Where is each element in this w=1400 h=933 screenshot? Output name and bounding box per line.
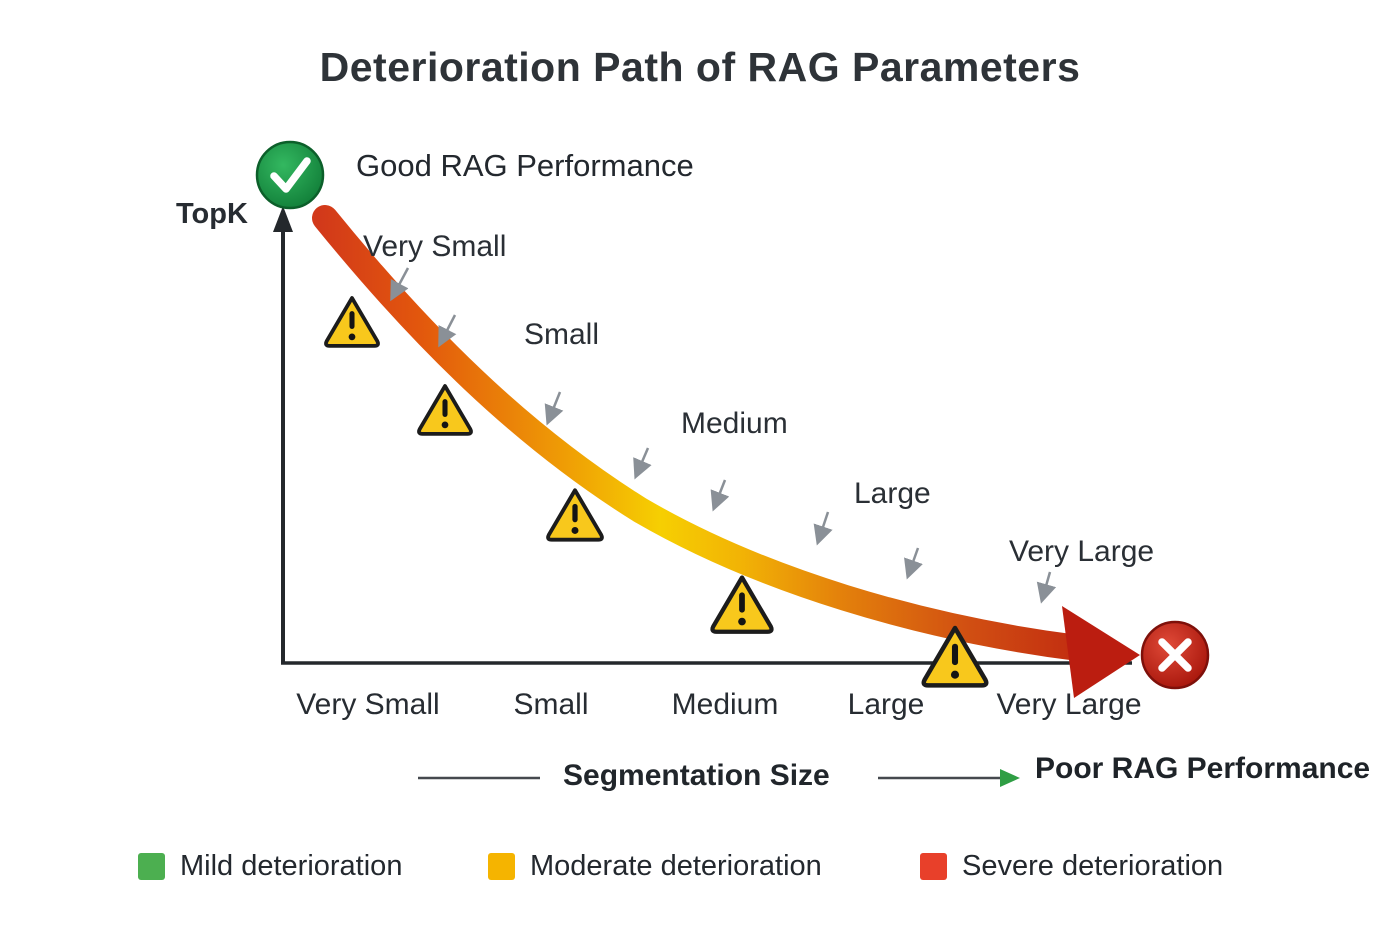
moderate-swatch-icon xyxy=(488,853,515,880)
curve-arrowhead-icon xyxy=(1062,606,1140,698)
curve-label-very-small: Very Small xyxy=(363,230,507,263)
pointer-arrow-icon xyxy=(813,511,833,546)
warning-icon xyxy=(712,578,771,632)
mild-swatch-icon xyxy=(138,853,165,880)
green-arrowhead-icon xyxy=(1000,769,1020,787)
curve-label-medium: Medium xyxy=(681,407,788,440)
x-tick-large: Large xyxy=(847,688,925,721)
page-title: Deterioration Path of RAG Parameters xyxy=(319,44,1081,90)
pointer-arrow-icon xyxy=(438,314,457,348)
pointer-arrow-icon xyxy=(390,267,410,302)
x-tick-very-small: Very Small xyxy=(296,688,440,721)
curve-label-very-large: Very Large xyxy=(1009,535,1155,568)
x-tick-medium: Medium xyxy=(671,688,779,721)
pointer-arrow-icon xyxy=(904,547,923,580)
pointer-arrow-icon xyxy=(1036,571,1057,604)
check-circle-icon xyxy=(255,140,325,210)
deterioration-curve xyxy=(312,205,1091,661)
x-axis-label: Segmentation Size xyxy=(563,759,830,792)
warning-icon xyxy=(546,488,604,542)
warning-icon xyxy=(417,384,473,436)
pointer-arrow-icon xyxy=(633,447,652,480)
poor-performance-label: Poor RAG Performance xyxy=(1035,752,1371,785)
legend-item-severe: Severe deterioration xyxy=(920,850,1223,883)
severe-swatch-icon xyxy=(920,853,947,880)
x-tick-very-large: Very Large xyxy=(996,688,1142,721)
y-axis-label: TopK xyxy=(176,198,248,230)
y-axis-arrowhead-icon xyxy=(273,206,293,232)
legend-item-mild: Mild deterioration xyxy=(138,850,402,883)
legend-label-mild: Mild deterioration xyxy=(180,850,403,882)
curve-label-small: Small xyxy=(524,318,600,351)
x-circle-icon xyxy=(1140,620,1210,690)
curve-label-large: Large xyxy=(854,477,931,510)
warning-icon xyxy=(324,296,380,348)
pointer-arrow-icon xyxy=(710,479,730,512)
legend-label-severe: Severe deterioration xyxy=(962,850,1224,882)
legend-item-moderate: Moderate deterioration xyxy=(488,850,822,883)
good-performance-label: Good RAG Performance xyxy=(356,148,694,183)
x-tick-small: Small xyxy=(513,688,589,721)
legend-label-moderate: Moderate deterioration xyxy=(530,850,822,882)
pointer-arrow-icon xyxy=(544,391,564,426)
pointer-arrows xyxy=(390,267,1057,604)
